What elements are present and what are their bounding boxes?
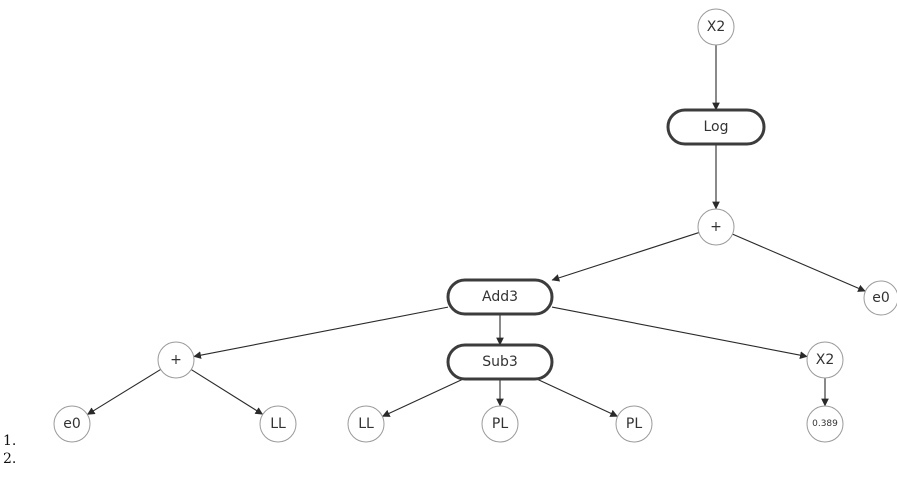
edge-plus_left-to-e0_left: [87, 368, 161, 416]
node-shape: [806, 405, 844, 443]
node-root: X2: [697, 8, 735, 46]
edge-plus_left-to-ll_a: [190, 369, 264, 415]
tree-edges: [87, 45, 866, 417]
node-shape: [697, 208, 735, 246]
edge-sub3-to-pl_b: [536, 378, 619, 417]
node-shape: [863, 280, 897, 316]
node-label: Add3: [482, 289, 518, 305]
node-const: 0.389: [806, 405, 844, 443]
node-label: e0: [63, 416, 81, 432]
node-pl-b: PL: [615, 405, 653, 443]
node-shape: [481, 405, 519, 443]
node-label: +: [710, 219, 722, 235]
node-ll-a: LL: [259, 405, 297, 443]
node-shape: [446, 278, 554, 316]
node-sub3: Sub3: [446, 343, 554, 381]
node-ll-b: LL: [347, 405, 385, 443]
node-pl-a: PL: [481, 405, 519, 443]
node-label: e0: [872, 290, 890, 306]
node-label: +: [170, 352, 182, 368]
node-label: Sub3: [482, 354, 518, 370]
node-shape: [259, 405, 297, 443]
list-number-2: 2.: [3, 451, 17, 467]
node-e0-left: e0: [53, 405, 91, 443]
node-e0-right: e0: [863, 280, 897, 316]
node-shape: [666, 108, 766, 146]
node-log: Log: [666, 108, 766, 146]
node-shape: [53, 405, 91, 443]
node-label: LL: [358, 416, 374, 432]
node-plus-top: +: [697, 208, 735, 246]
node-label: PL: [626, 416, 642, 432]
node-shape: [697, 8, 735, 46]
edge-plus_top-to-e0_right: [732, 233, 866, 292]
node-add3: Add3: [446, 278, 554, 316]
edge-sub3-to-ll_b: [381, 378, 464, 417]
node-plus-left: +: [157, 341, 195, 379]
edge-add3-to-plus_left: [193, 306, 449, 359]
edge-plus_top-to-add3: [551, 232, 700, 282]
node-label: Log: [703, 119, 728, 135]
node-shape: [446, 343, 554, 381]
edge-add3-to-x2_right: [551, 306, 808, 359]
node-shape: [806, 341, 844, 379]
node-shape: [347, 405, 385, 443]
node-label: LL: [270, 416, 286, 432]
node-label: X2: [816, 352, 835, 368]
list-number-1: 1.: [3, 433, 17, 449]
node-label: X2: [707, 19, 726, 35]
node-label: 0.389: [812, 419, 838, 429]
node-label: PL: [492, 416, 508, 432]
node-shape: [157, 341, 195, 379]
node-x2-right: X2: [806, 341, 844, 379]
node-shape: [615, 405, 653, 443]
